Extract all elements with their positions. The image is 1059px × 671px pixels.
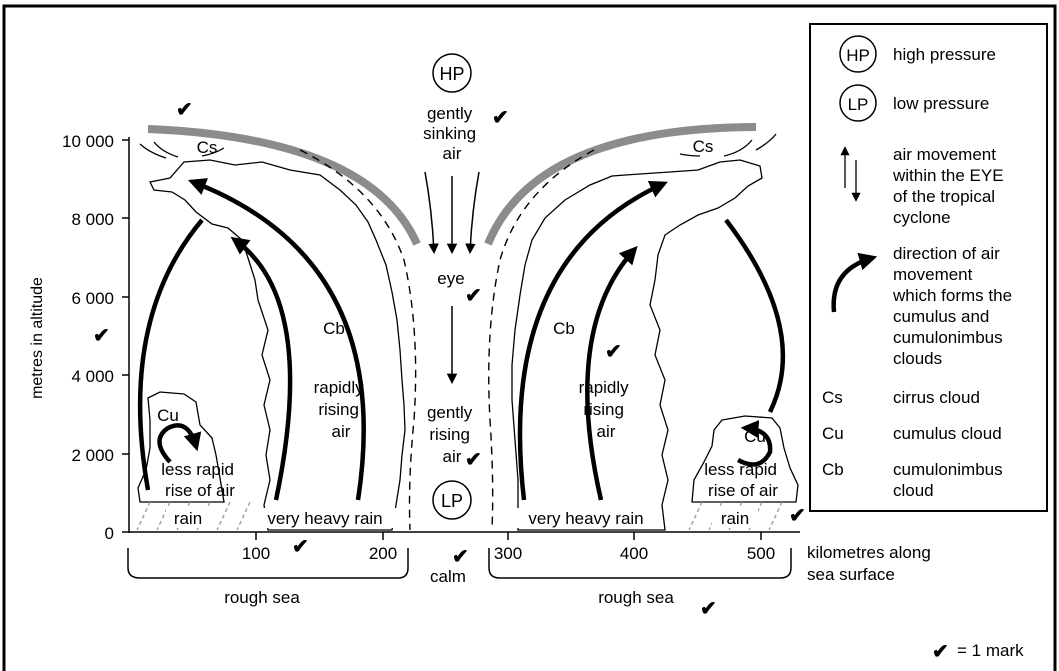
rough-sea-left-label: rough sea: [224, 588, 300, 607]
lp-symbol-label: LP: [441, 491, 463, 511]
rain-label-left: rain: [174, 509, 202, 528]
rapidly-rising-air-label-left: rapidly rising air: [314, 378, 369, 441]
very-heavy-rain-label-right: very heavy rain: [528, 509, 643, 528]
legend: HP high pressure LP low pressure air mov…: [810, 24, 1047, 511]
y-tick-label: 4 000: [71, 367, 114, 386]
x-tick-label: 100: [242, 544, 270, 563]
cu-label-right: Cu: [744, 427, 766, 446]
check-mark: ✔: [605, 341, 622, 363]
hp-symbol-label: HP: [439, 64, 464, 84]
x-axis-title: kilometres along: [807, 543, 931, 562]
cu-label-left: Cu: [157, 406, 179, 425]
check-mark: ✔: [492, 107, 509, 129]
rain-label-right: rain: [721, 509, 749, 528]
x-tick-label: 400: [620, 544, 648, 563]
x-tick-label: 200: [369, 544, 397, 563]
cb-label-right: Cb: [553, 319, 575, 338]
legend-cs-key: Cs: [822, 388, 843, 407]
rough-sea-right-label: rough sea: [598, 588, 674, 607]
legend-cu-text: cumulus cloud: [893, 424, 1002, 443]
cirrus-canopy-left: [148, 129, 417, 244]
y-tick-label: 10 000: [62, 132, 114, 151]
gently-sinking-air-label: gently sinking air: [423, 104, 481, 163]
check-mark: ✔: [465, 449, 482, 471]
rapidly-rising-air-label-right: rapidly rising air: [579, 378, 634, 441]
cs-label-left: Cs: [197, 138, 218, 157]
legend-lp-symbol-label: LP: [848, 95, 869, 114]
legend-cb-key: Cb: [822, 460, 844, 479]
mark-note-tick: ✔: [932, 641, 949, 663]
cirrus-canopy-right: [488, 127, 756, 244]
less-rapid-rise-label-right: less rapid rise of air: [704, 460, 782, 500]
legend-lp-text: low pressure: [893, 94, 989, 113]
y-tick-label: 6 000: [71, 289, 114, 308]
legend-hp-text: high pressure: [893, 45, 996, 64]
check-mark: ✔: [452, 546, 469, 568]
check-mark: ✔: [465, 285, 482, 307]
rising-air-arrows: [140, 182, 783, 500]
check-mark: ✔: [700, 598, 717, 620]
x-tick-label: 300: [494, 544, 522, 563]
cs-label-right: Cs: [693, 137, 714, 156]
check-mark: ✔: [292, 536, 309, 558]
cb-label-left: Cb: [323, 319, 345, 338]
x-axis-title: sea surface: [807, 565, 895, 584]
less-rapid-rise-label-left: less rapid rise of air: [161, 460, 239, 500]
y-tick-label: 2 000: [71, 446, 114, 465]
y-tick-label: 8 000: [71, 210, 114, 229]
check-marks: ✔ ✔ ✔ ✔ ✔ ✔ ✔ ✔ ✔ ✔: [93, 99, 806, 620]
y-tick-label: 0: [105, 524, 114, 543]
y-axis-title: metres in altitude: [29, 277, 46, 399]
legend-cu-key: Cu: [822, 424, 844, 443]
eye-wall-right: [489, 150, 594, 530]
x-tick-label: 500: [747, 544, 775, 563]
y-axis: 10 000 8 000 6 000 4 000 2 000 0 metres …: [29, 132, 129, 543]
check-mark: ✔: [789, 505, 806, 527]
eye-label: eye: [437, 269, 464, 288]
x-axis: 100 200 300 400 500 kilometres along sea…: [129, 532, 931, 584]
very-heavy-rain-label-left: very heavy rain: [267, 509, 382, 528]
check-mark: ✔: [93, 325, 110, 347]
check-mark: ✔: [176, 99, 193, 121]
calm-label: calm: [430, 567, 466, 586]
mark-note-text: = 1 mark: [957, 641, 1024, 660]
legend-hp-symbol-label: HP: [846, 46, 870, 65]
legend-cs-text: cirrus cloud: [893, 388, 980, 407]
